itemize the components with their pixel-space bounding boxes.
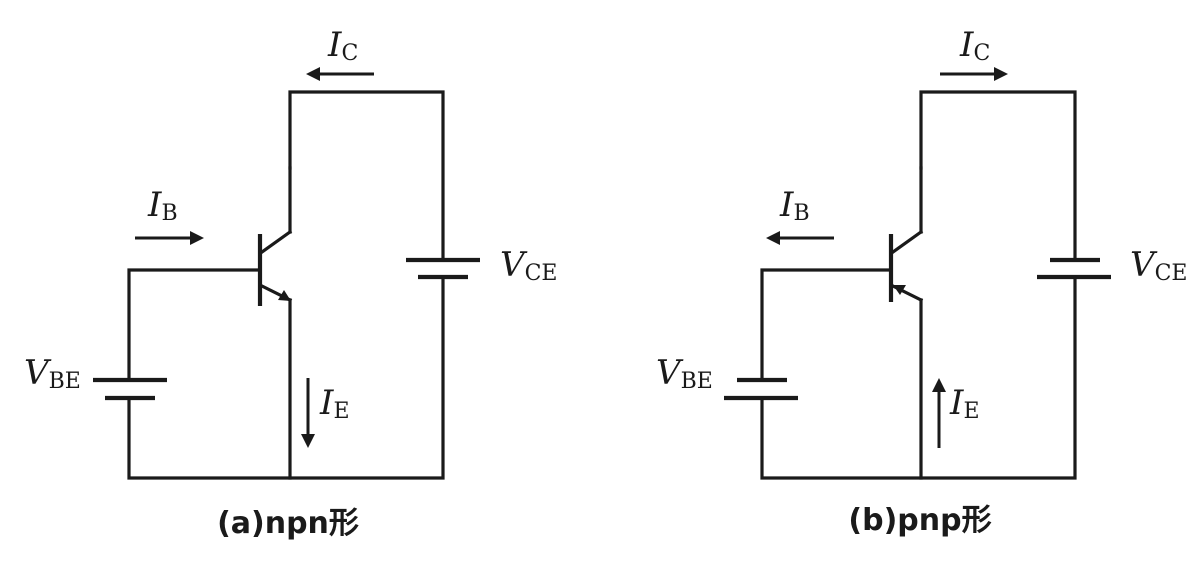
pnp-ic-arrowhead — [994, 67, 1008, 81]
pnp-vbe-label: VBE — [656, 353, 713, 394]
pnp-collector-wire — [919, 90, 1077, 260]
npn-ic-arrowhead — [306, 67, 320, 81]
pnp-circuit: IC IB IE VBE VCE (b)pnp形 — [656, 25, 1187, 538]
npn-circuit: IC IB IE VBE VCE (a)npn形 — [24, 25, 557, 541]
pnp-ic-label: IC — [959, 25, 990, 66]
npn-ib-arrowhead — [190, 231, 204, 245]
npn-caption: (a)npn形 — [217, 506, 359, 541]
pnp-ie-arrowhead — [932, 378, 946, 392]
npn-vbe-label: VBE — [24, 353, 81, 394]
npn-ib-label: IB — [147, 185, 178, 226]
pnp-collector-diag — [890, 229, 924, 255]
pnp-base-wire — [760, 268, 891, 380]
npn-ie-arrowhead — [301, 434, 315, 448]
npn-base-wire — [127, 268, 260, 380]
pnp-bottom-wire — [760, 276, 1077, 480]
pnp-ie-label: IE — [949, 383, 980, 424]
npn-emitter-arrow — [278, 290, 291, 301]
pnp-vce-label: VCE — [1130, 245, 1187, 286]
pnp-caption: (b)pnp形 — [848, 503, 991, 538]
npn-bottom-wire — [127, 276, 445, 480]
npn-collector-wire — [288, 90, 445, 260]
pnp-ib-label: IB — [779, 185, 810, 226]
npn-ie-label: IE — [319, 383, 350, 424]
pnp-emitter-arrow — [893, 285, 906, 295]
pnp-ib-arrowhead — [766, 231, 780, 245]
npn-vce-label: VCE — [500, 245, 557, 286]
npn-collector-diag — [259, 229, 293, 255]
npn-ic-label: IC — [327, 25, 358, 66]
